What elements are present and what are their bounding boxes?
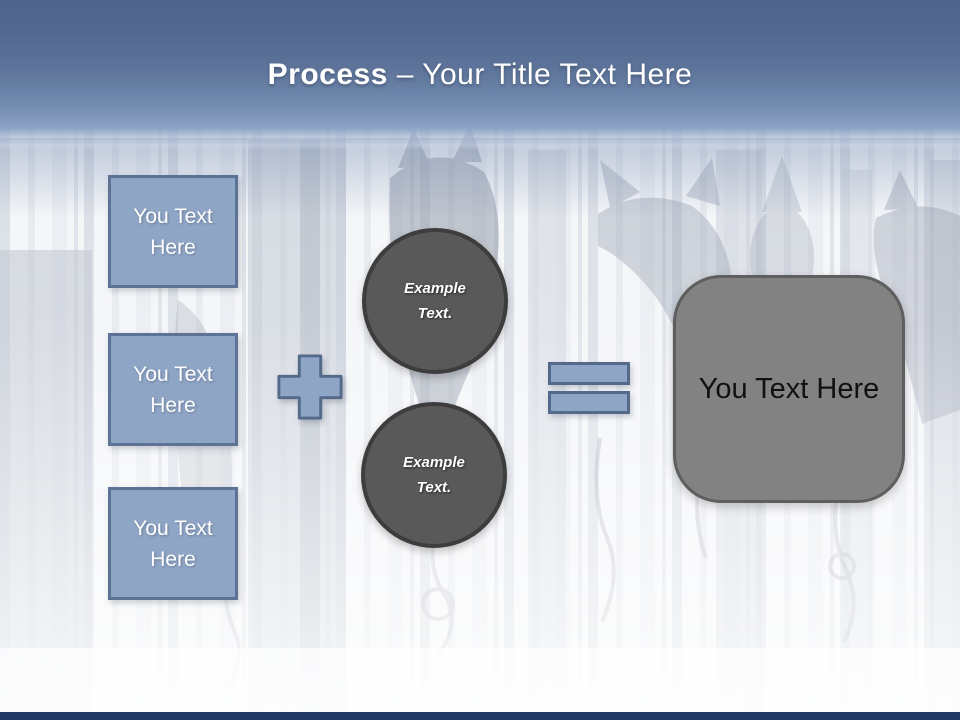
plus-sign-icon[interactable]: [276, 353, 344, 421]
slide-title-keyword: Process: [267, 58, 388, 91]
example-circle-1[interactable]: Example Text.: [362, 228, 508, 374]
footer-accent-bar: [0, 712, 960, 720]
process-box-1-label: You Text Here: [133, 204, 213, 259]
slide-title[interactable]: Process – Your Title Text Here: [0, 56, 960, 94]
example-circle-2[interactable]: Example Text.: [361, 402, 507, 548]
header-band: Process – Your Title Text Here: [0, 0, 960, 150]
example-circle-1-label: Example Text.: [404, 280, 466, 322]
equals-sign-top-bar[interactable]: [548, 362, 630, 385]
process-box-2[interactable]: You Text Here: [108, 333, 238, 446]
example-circle-2-label: Example Text.: [403, 454, 465, 496]
process-box-1[interactable]: You Text Here: [108, 175, 238, 288]
process-box-3-label: You Text Here: [133, 516, 213, 571]
process-box-3[interactable]: You Text Here: [108, 487, 238, 600]
result-box[interactable]: You Text Here: [673, 275, 905, 503]
result-box-label: You Text Here: [698, 372, 880, 405]
process-box-2-label: You Text Here: [133, 362, 213, 417]
equals-sign-bottom-bar[interactable]: [548, 391, 630, 414]
slide-title-rest: – Your Title Text Here: [387, 58, 693, 91]
